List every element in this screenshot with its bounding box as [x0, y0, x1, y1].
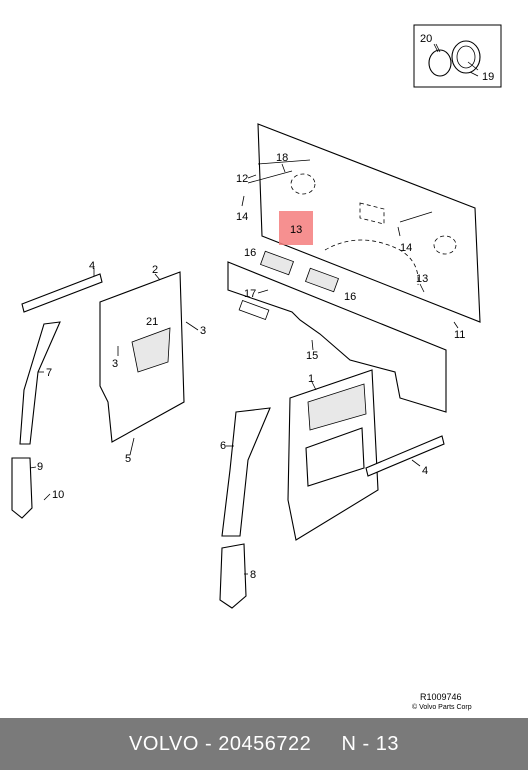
callout-14-a: 14	[236, 211, 248, 223]
leader-lines	[29, 43, 479, 575]
callout-21: 21	[146, 316, 158, 328]
callout-11: 11	[454, 329, 465, 341]
pillar-6	[221, 407, 271, 537]
callout-6: 6	[220, 440, 226, 452]
callout-20: 20	[420, 33, 432, 45]
side-panel-2	[99, 271, 185, 443]
callout-13-b: 13	[416, 273, 428, 285]
callout-3-a: 3	[200, 325, 206, 337]
callout-9: 9	[37, 461, 43, 473]
callout-19: 19	[482, 71, 494, 83]
footer-separator: -	[198, 732, 219, 755]
footer-position: N - 13	[341, 732, 399, 755]
callout-5: 5	[125, 453, 131, 465]
callout-17: 17	[244, 288, 256, 300]
callout-4-a: 4	[89, 260, 95, 272]
callout-2: 2	[152, 264, 158, 276]
callout-16-a: 16	[244, 247, 256, 259]
diagram-copyright: © Volvo Parts Corp	[412, 703, 472, 711]
pillar-7	[19, 321, 61, 445]
inset-detail	[413, 24, 502, 88]
callouts: 20 19 18 12 14 13 14 16 13 17 16 11 15 4…	[37, 33, 494, 711]
footer-brand: VOLVO	[129, 732, 199, 755]
callout-1: 1	[308, 373, 314, 385]
trim-strip-4-right	[365, 435, 445, 477]
callout-15: 15	[306, 350, 318, 362]
callout-8: 8	[250, 569, 256, 581]
rear-panel-11	[247, 123, 481, 323]
footer-part-number: 20456722	[218, 732, 312, 755]
trim-strip-4-left	[21, 273, 103, 313]
side-panel-1	[287, 369, 379, 541]
exploded-parts-diagram: 20 19 18 12 14 13 14 16 13 17 16 11 15 4…	[11, 24, 502, 711]
callout-18: 18	[276, 152, 288, 164]
callout-13-a: 13	[290, 224, 302, 236]
callout-7: 7	[46, 367, 52, 379]
bracket-8	[219, 543, 247, 609]
callout-10: 10	[52, 489, 64, 501]
callout-14-b: 14	[400, 242, 412, 254]
callout-12: 12	[236, 173, 248, 185]
bracket-9	[11, 457, 33, 519]
callout-16-b: 16	[344, 291, 356, 303]
lower-panel-15	[227, 250, 447, 413]
footer-gap	[311, 733, 341, 756]
callout-4-b: 4	[422, 465, 428, 477]
callout-3-b: 3	[112, 358, 118, 370]
highlight-box	[279, 211, 313, 245]
diagram-reference: R1009746	[420, 692, 462, 702]
footer-bar: VOLVO - 20456722 N - 13	[0, 718, 528, 770]
